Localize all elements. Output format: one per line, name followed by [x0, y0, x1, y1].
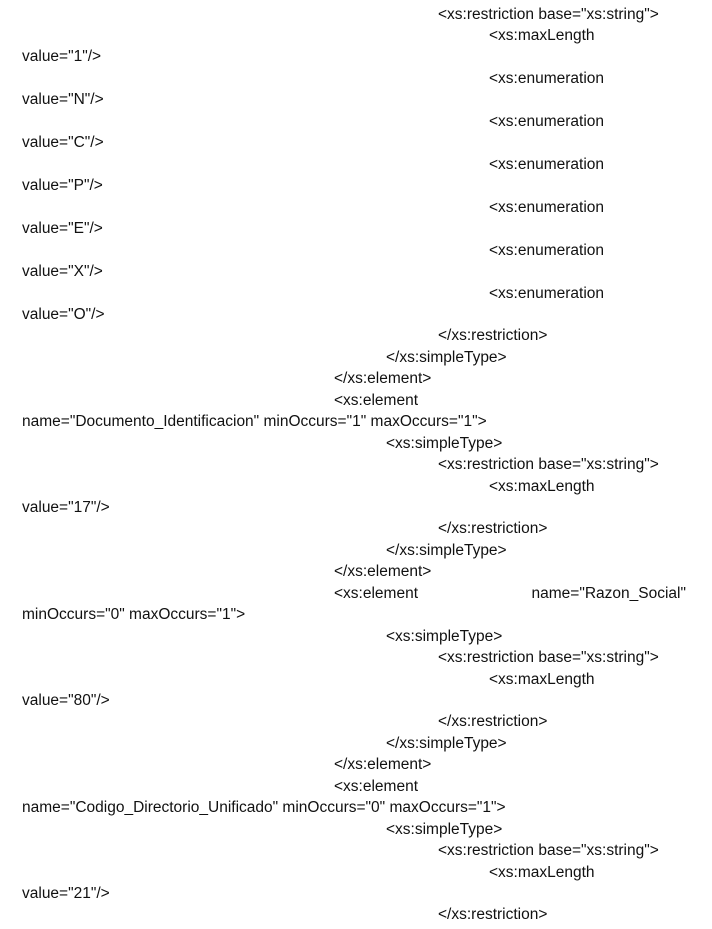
- code-line: <xs:maxLength: [489, 478, 595, 495]
- code-line: </xs:restriction>: [438, 906, 548, 923]
- code-line: </xs:restriction>: [438, 520, 548, 537]
- code-line: <xs:restriction base="xs:string">: [438, 649, 659, 666]
- code-line: value="17"/>: [22, 499, 110, 516]
- code-token: name="Razon_Social": [531, 585, 686, 602]
- code-line: value="N"/>: [22, 91, 104, 108]
- code-line: </xs:element>: [334, 370, 432, 387]
- code-line: <xs:enumeration: [489, 156, 605, 173]
- code-line: value="P"/>: [22, 177, 103, 194]
- code-line: <xs:enumeration: [489, 199, 605, 216]
- code-line: name="Documento_Identificacion" minOccur…: [22, 413, 487, 430]
- code-line: value="C"/>: [22, 134, 104, 151]
- code-line: value="E"/>: [22, 220, 103, 237]
- code-line: <xs:maxLength: [489, 27, 595, 44]
- code-line: <xs:restriction base="xs:string">: [438, 456, 659, 473]
- code-line: </xs:restriction>: [438, 327, 548, 344]
- code-line: <xs:enumeration: [489, 242, 605, 259]
- code-line: </xs:element>: [334, 563, 432, 580]
- code-line: minOccurs="0" maxOccurs="1">: [22, 606, 246, 623]
- code-line: <xs:simpleType>: [386, 628, 503, 645]
- code-line: <xs:simpleType>: [386, 435, 503, 452]
- code-line: name="Codigo_Directorio_Unificado" minOc…: [22, 799, 506, 816]
- code-line: <xs:enumeration: [489, 113, 605, 130]
- code-line: value="1"/>: [22, 48, 102, 65]
- code-line: value="21"/>: [22, 885, 110, 902]
- code-line-justified: <xs:element name="Razon_Social": [334, 583, 686, 604]
- code-line: </xs:element>: [334, 756, 432, 773]
- code-line: <xs:restriction base="xs:string">: [438, 6, 659, 23]
- code-line: <xs:enumeration: [489, 70, 605, 87]
- code-line: </xs:simpleType>: [386, 349, 507, 366]
- code-line: <xs:element: [334, 392, 419, 409]
- code-line: <xs:enumeration: [489, 285, 605, 302]
- code-line: <xs:maxLength: [489, 671, 595, 688]
- code-token: <xs:element: [334, 585, 419, 602]
- code-line: </xs:simpleType>: [386, 735, 507, 752]
- code-line: </xs:simpleType>: [386, 542, 507, 559]
- code-line: value="80"/>: [22, 692, 110, 709]
- code-line: </xs:restriction>: [438, 713, 548, 730]
- code-line: <xs:simpleType>: [386, 821, 503, 838]
- code-line: value="O"/>: [22, 306, 105, 323]
- code-line: <xs:restriction base="xs:string">: [438, 842, 659, 859]
- code-line: <xs:maxLength: [489, 864, 595, 881]
- code-line: <xs:element: [334, 778, 419, 795]
- code-line: value="X"/>: [22, 263, 103, 280]
